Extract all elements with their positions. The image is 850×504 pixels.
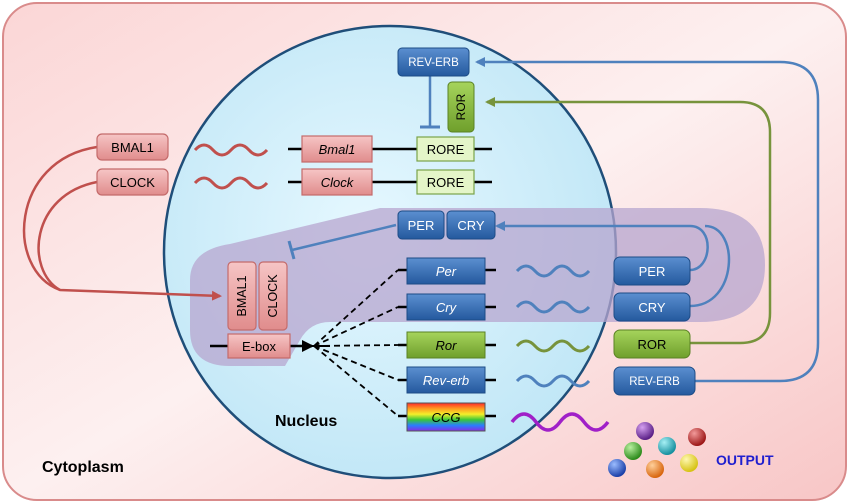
bmal1-mrna <box>193 143 269 157</box>
cytoplasm-label: Cytoplasm <box>42 459 124 476</box>
bmal1-gene <box>301 135 373 163</box>
per-protein-nucleus <box>397 210 445 240</box>
nucleus-label: Nucleus <box>275 413 337 430</box>
output-molecule <box>636 422 654 440</box>
clock-import-arrow <box>37 180 98 292</box>
ccg-gene-label: CCG <box>432 410 461 425</box>
clock-gene <box>301 168 373 196</box>
ccg-gene <box>406 402 486 432</box>
ror-import-arrow <box>485 97 772 345</box>
rore-element-clock <box>416 169 475 195</box>
rev-erb-gene-label: Rev-erb <box>423 373 469 388</box>
output-molecule <box>658 437 676 455</box>
rore-element-clock-label: RORE <box>427 175 465 190</box>
rev-erb-protein-cytoplasm-label: REV-ERB <box>629 376 680 388</box>
rev-erb-gene <box>406 366 486 394</box>
cry-protein-cytoplasm <box>613 292 691 322</box>
cry-protein-cytoplasm-label: CRY <box>638 300 666 315</box>
clock-protein-complex-label: CLOCK <box>266 274 280 318</box>
bmal1-gene-label: Bmal1 <box>319 142 356 157</box>
ror-gene-label: Ror <box>436 338 458 353</box>
clock-protein-complex <box>258 261 288 331</box>
output-label: OUTPUT <box>716 452 774 468</box>
bmal1-protein-complex <box>227 261 257 331</box>
output-molecule <box>646 460 664 478</box>
bmal1-protein-cytoplasm <box>96 133 169 161</box>
cry-mrna <box>515 300 591 314</box>
clock-protein-cytoplasm <box>96 168 169 196</box>
output-molecules <box>608 422 706 478</box>
ror-protein-nucleus <box>447 81 475 133</box>
rev-erb-import-arrow <box>475 57 820 383</box>
output-molecule <box>624 442 642 460</box>
rore-element-bmal1-label: RORE <box>427 142 465 157</box>
bmal1-protein-complex-label: BMAL1 <box>235 275 249 316</box>
rev-erb-protein-cytoplasm <box>613 366 696 396</box>
cry-protein-nucleus-label: CRY <box>457 218 485 233</box>
cry-gene-label: Cry <box>436 300 458 315</box>
per-gene <box>406 257 486 285</box>
per-cry-inhibition-line <box>291 223 397 252</box>
per-import-arrow <box>495 221 709 272</box>
per-mrna <box>515 264 591 278</box>
ror-protein-cytoplasm-label: ROR <box>638 337 667 352</box>
bmal1-import-arrow <box>22 145 222 301</box>
cry-gene <box>406 293 486 321</box>
clock-protein-cytoplasm-label: CLOCK <box>110 175 155 190</box>
per-gene-label: Per <box>436 264 457 279</box>
output-molecule <box>608 459 626 477</box>
ebox-target-lines <box>313 269 399 417</box>
ror-mrna <box>515 339 591 353</box>
per-cry-inhibition-bar <box>287 240 296 260</box>
ror-protein-nucleus-label: ROR <box>454 93 468 120</box>
cry-import-arrow <box>689 224 731 308</box>
per-protein-cytoplasm <box>613 256 691 286</box>
per-cry-complex-shading <box>190 208 765 366</box>
ebox-element <box>227 333 291 359</box>
ebox-element-label: E-box <box>242 339 276 354</box>
rev-erb-mrna <box>515 374 591 388</box>
output-molecule <box>680 454 698 472</box>
ror-protein-cytoplasm <box>613 329 691 359</box>
rore-element-bmal1 <box>416 136 475 162</box>
clock-mrna <box>193 176 269 190</box>
ccg-mrna <box>510 412 610 432</box>
ror-gene <box>406 331 486 359</box>
rev-erb-protein-nucleus <box>397 47 470 77</box>
bmal1-protein-cytoplasm-label: BMAL1 <box>111 140 154 155</box>
rev-erb-protein-nucleus-label: REV-ERB <box>408 57 459 69</box>
output-molecule <box>688 428 706 446</box>
per-protein-cytoplasm-label: PER <box>639 264 666 279</box>
cry-protein-nucleus <box>446 210 496 240</box>
per-protein-nucleus-label: PER <box>408 218 435 233</box>
clock-gene-label: Clock <box>321 175 355 190</box>
